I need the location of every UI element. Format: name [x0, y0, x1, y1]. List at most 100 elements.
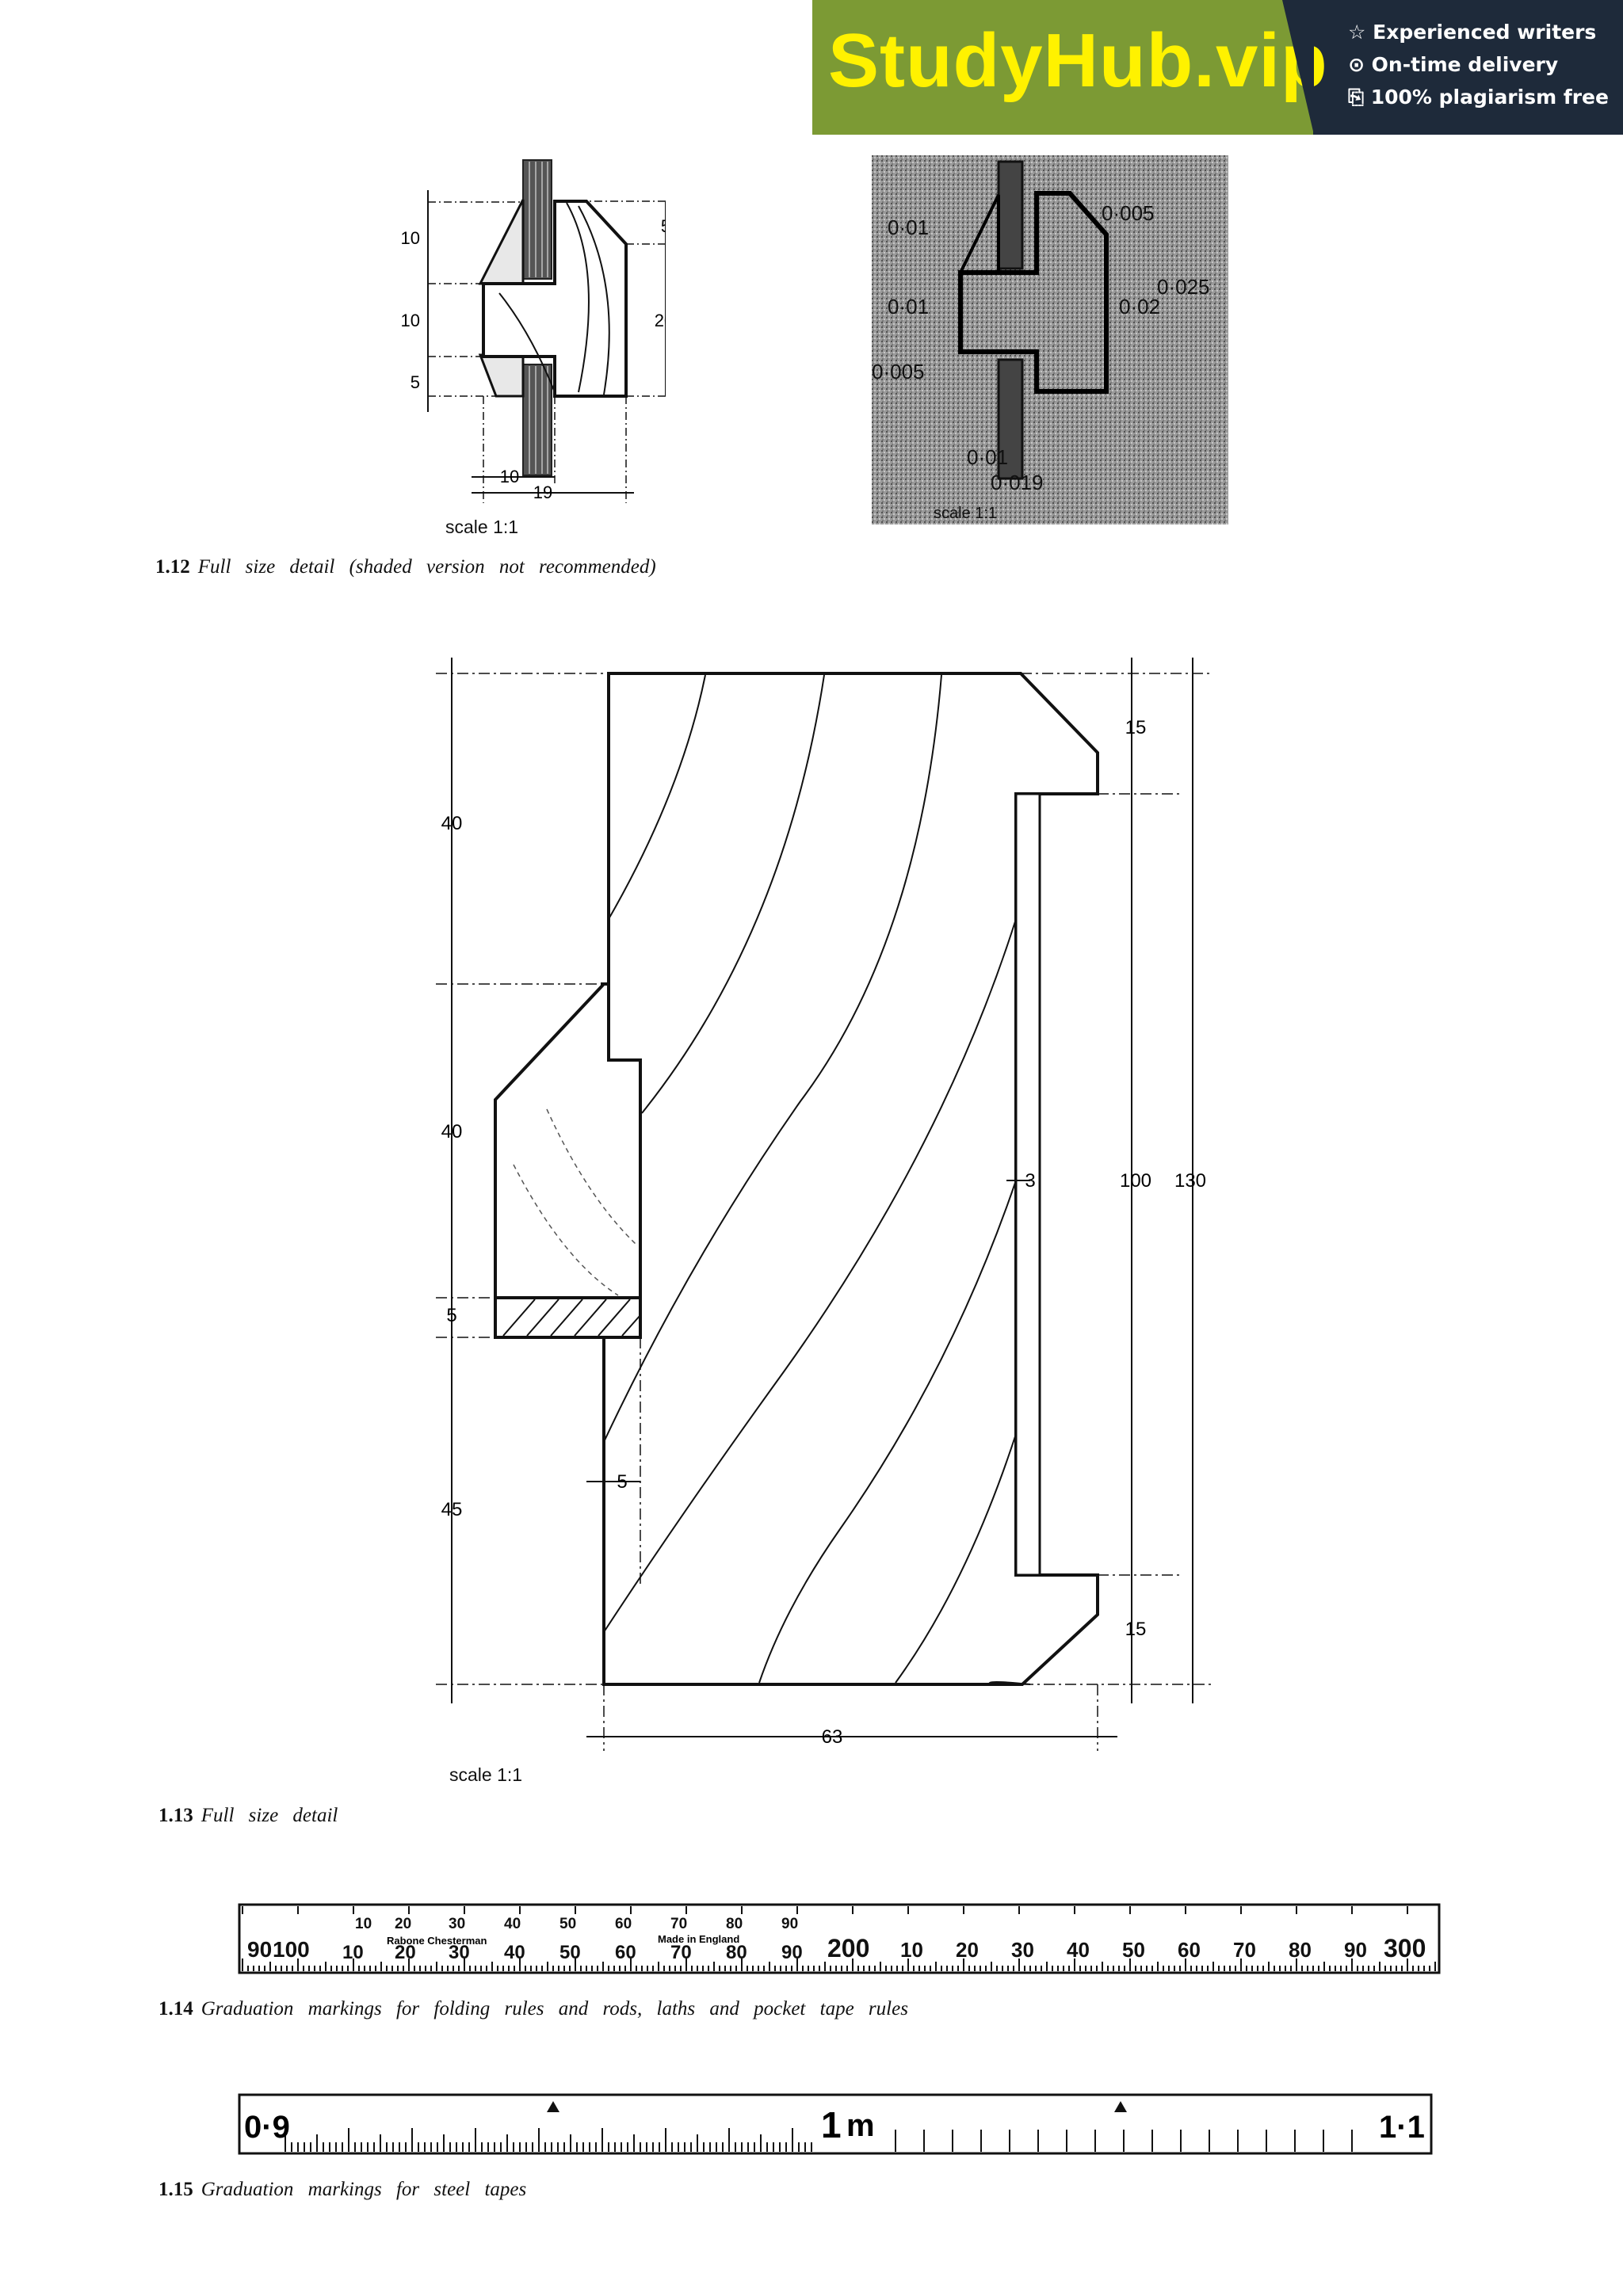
tape-mid-label: 1 — [821, 2104, 842, 2145]
fig115-caption-text: Graduation markings for steel tapes — [200, 2179, 527, 2200]
glazing-bar-section — [482, 200, 628, 398]
feature-plagiarism: ⎘ 100% plagiarism free — [1348, 86, 1609, 109]
dim-40b: 40 — [441, 1121, 463, 1142]
photo-bead-upper — [957, 194, 1000, 274]
dim-15b: 15 — [1125, 1619, 1147, 1640]
dim-5b: 5 — [661, 216, 666, 236]
dim-5a: 5 — [411, 372, 420, 392]
dim-63: 63 — [822, 1726, 843, 1748]
rule-brand: Rabone Chesterman — [387, 1935, 487, 1947]
rule-b90: 90 — [781, 1942, 803, 1963]
rule-90: 90 — [247, 1937, 272, 1962]
rule-200: 200 — [827, 1934, 869, 1962]
rule-top-10: 10 — [355, 1916, 372, 1932]
rule-top-40: 40 — [504, 1916, 521, 1932]
rule-ticks — [242, 1906, 1436, 1971]
rule-b50: 50 — [559, 1942, 581, 1963]
dim-100: 100 — [1120, 1170, 1151, 1192]
seal-strip — [494, 1296, 642, 1339]
fig114-caption-text: Graduation markings for folding rules an… — [200, 1998, 908, 2019]
dim-20: 20 — [655, 311, 666, 330]
feature-delivery: ⊙ On-time delivery — [1348, 53, 1559, 76]
banner-divider — [1282, 0, 1314, 135]
rule-c70: 70 — [1233, 1938, 1256, 1962]
rule-top-50: 50 — [559, 1916, 576, 1932]
fig115-steel-tape: 0·9 1 m 1·1 — [238, 2093, 1433, 2155]
rule-top-60: 60 — [615, 1916, 632, 1932]
fig113-caption-text: Full size detail — [200, 1805, 338, 1826]
bead-upper — [478, 199, 525, 285]
fig113-number: 1.13 — [158, 1805, 193, 1826]
tol-6: 0·025 — [1157, 275, 1210, 299]
photo-scale: scale 1:1 — [934, 505, 997, 522]
tape-right-label: 1·1 — [1379, 2110, 1425, 2145]
dim-15a: 15 — [1125, 717, 1147, 738]
photo-background — [872, 155, 1228, 524]
rule-body — [238, 1903, 1441, 1974]
rule-top-20: 20 — [395, 1916, 411, 1932]
rule-made: Made in England — [658, 1933, 739, 1945]
dim-10c: 10 — [500, 467, 519, 486]
banner-features: ☆ Experienced writers ⊙ On-time delivery… — [1313, 0, 1623, 135]
dim-5a: 5 — [446, 1305, 456, 1326]
fig113-drawing: 40 40 5 45 5 15 3 100 130 15 63 — [436, 658, 1212, 1751]
tape-left-label: 0·9 — [244, 2110, 290, 2145]
dim-5b: 5 — [617, 1471, 627, 1493]
tol-8: 0·019 — [991, 471, 1044, 494]
dim-40a: 40 — [441, 813, 463, 834]
rule-c10: 10 — [900, 1938, 923, 1962]
tol-4: 0·005 — [1102, 201, 1155, 225]
glass-lower — [522, 364, 552, 476]
bead-lower — [478, 353, 525, 398]
promo-banner[interactable]: StudyHub.vip ☆ Experienced writers ⊙ On-… — [812, 0, 1623, 135]
fig114-caption: 1.14 Graduation markings for folding rule… — [158, 1998, 908, 2020]
rule-b70: 70 — [670, 1942, 692, 1963]
dim-19: 19 — [533, 482, 552, 502]
tol-2: 0·01 — [888, 295, 929, 318]
fig115-caption: 1.15 Graduation markings for steel tapes — [158, 2179, 526, 2201]
tape-arrow-right — [1114, 2101, 1127, 2112]
rule-b80: 80 — [726, 1942, 747, 1963]
dim-3: 3 — [1025, 1170, 1035, 1192]
feature-writers: ☆ Experienced writers — [1348, 21, 1597, 44]
rule-300: 300 — [1384, 1934, 1426, 1962]
fig112-scale: scale 1:1 — [445, 517, 519, 537]
fig115-number: 1.15 — [158, 2179, 193, 2200]
tape-arrow-left — [547, 2101, 559, 2112]
rule-c30: 30 — [1011, 1938, 1034, 1962]
tol-1: 0·01 — [888, 215, 929, 239]
rule-b20: 20 — [395, 1942, 416, 1963]
photo-glass-upper — [997, 160, 1024, 270]
tape-ticks — [285, 2128, 1353, 2152]
fig114-number: 1.14 — [158, 1998, 193, 2019]
rule-c50: 50 — [1122, 1938, 1145, 1962]
tol-5: 0·02 — [1119, 295, 1160, 318]
dim-10b: 10 — [401, 311, 420, 330]
brand-name: StudyHub.vip — [828, 18, 1328, 103]
brand-logo[interactable]: StudyHub.vip — [812, 0, 1327, 135]
fig112-shaded-version: 0·01 0·01 0·005 0·005 0·02 0·025 0·01 0·… — [872, 155, 1228, 524]
fig112-drawing: 10 10 5 5 20 25 10 19 — [401, 159, 666, 503]
rule-b30: 30 — [449, 1942, 470, 1963]
rule-c80: 80 — [1289, 1938, 1312, 1962]
rule-b60: 60 — [615, 1942, 636, 1963]
dim-130: 130 — [1174, 1170, 1206, 1192]
fig113-caption: 1.13 Full size detail — [158, 1805, 338, 1827]
rule-top-80: 80 — [726, 1916, 743, 1932]
tol-7: 0·01 — [967, 445, 1008, 469]
dim-10a: 10 — [401, 228, 420, 248]
rule-c90: 90 — [1344, 1938, 1367, 1962]
photo-glass-lower — [997, 358, 1024, 480]
rule-b40: 40 — [504, 1942, 525, 1963]
rule-b10: 10 — [342, 1942, 364, 1963]
rule-c20: 20 — [956, 1938, 979, 1962]
dim-45: 45 — [441, 1499, 463, 1520]
rule-100: 100 — [273, 1937, 310, 1962]
fig112-caption: 1.12 Full size detail (shaded version not… — [155, 556, 656, 578]
fig112-number: 1.12 — [155, 556, 190, 578]
rule-top-70: 70 — [670, 1916, 687, 1932]
glass-pane — [1014, 792, 1041, 1577]
tape-unit-label: m — [846, 2108, 875, 2143]
fig112-caption-text: Full size detail (shaded version not rec… — [197, 556, 656, 578]
rule-c40: 40 — [1067, 1938, 1090, 1962]
